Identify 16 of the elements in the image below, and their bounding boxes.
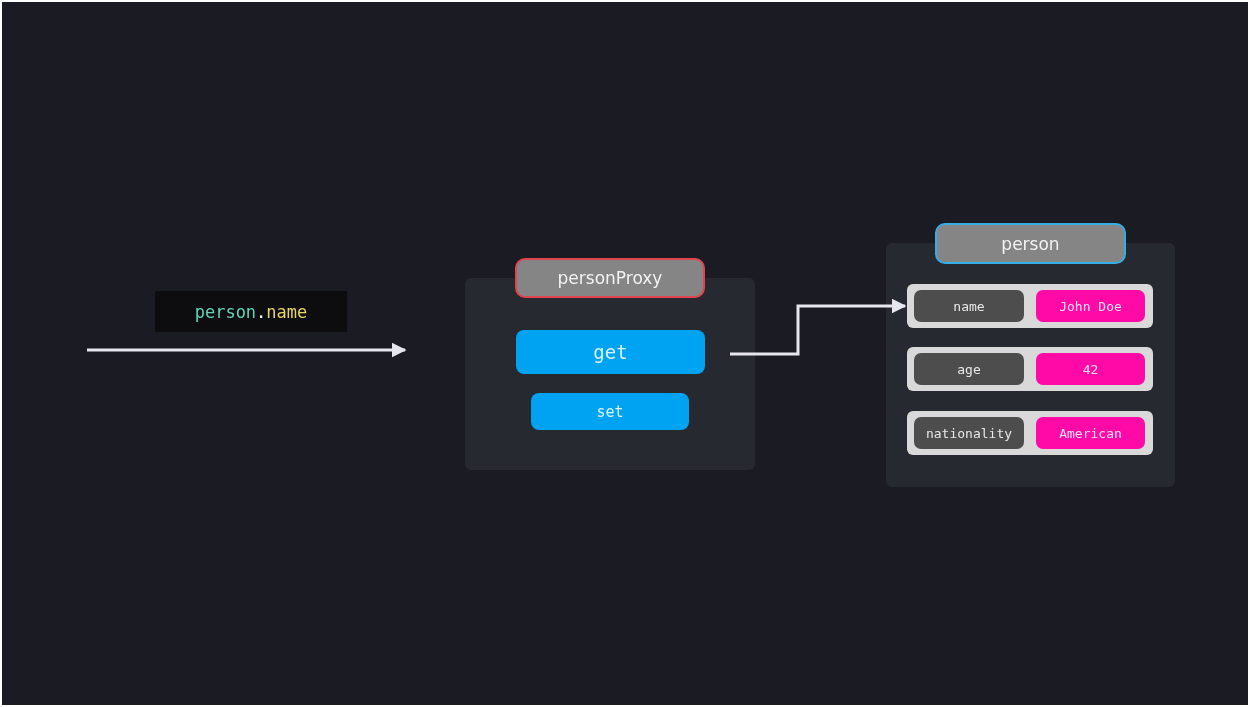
property-value: 42 bbox=[1036, 353, 1145, 385]
property-value: American bbox=[1036, 417, 1145, 449]
method-box: get bbox=[516, 330, 705, 374]
method-box: set bbox=[531, 393, 689, 430]
panel-header: personProxy bbox=[515, 258, 705, 298]
panel-header: person bbox=[935, 223, 1126, 264]
property-key: nationality bbox=[914, 417, 1024, 449]
property-row bbox=[907, 284, 1153, 328]
property-row bbox=[907, 411, 1153, 455]
property-value: John Doe bbox=[1036, 290, 1145, 322]
property-key: age bbox=[914, 353, 1024, 385]
arrow bbox=[730, 298, 907, 356]
arrow bbox=[87, 342, 407, 358]
property-row bbox=[907, 347, 1153, 391]
code-label: person.name bbox=[155, 291, 347, 332]
property-key: name bbox=[914, 290, 1024, 322]
